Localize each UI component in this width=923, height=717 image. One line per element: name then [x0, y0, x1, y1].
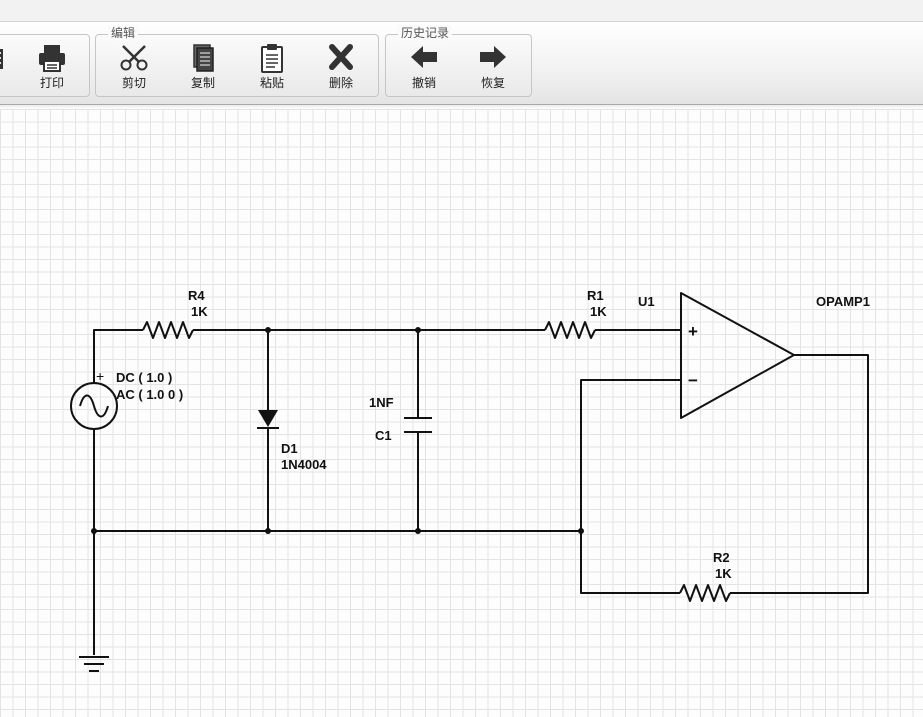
- delete-x-icon: [329, 44, 353, 70]
- arrow-left-icon: [411, 46, 437, 68]
- c1-name-label: C1: [375, 428, 392, 443]
- junction-dot: [265, 327, 271, 333]
- opamp-u1: [680, 292, 795, 419]
- history-group: 历史记录 撤销 恢复: [385, 25, 532, 97]
- opamp-minus-label: −: [688, 371, 698, 390]
- source-ac-label: AC ( 1.0 0 ): [116, 387, 183, 402]
- document-icon: [0, 49, 3, 69]
- r4-value-label: 1K: [191, 304, 208, 319]
- file-group: 打印: [0, 34, 90, 97]
- partial-tool-button[interactable]: [0, 40, 11, 94]
- c1-value-label: 1NF: [369, 395, 394, 410]
- schematic-canvas[interactable]: [0, 109, 923, 717]
- junction-dot: [578, 528, 584, 534]
- resistor-r2: [679, 584, 731, 602]
- wire-source-r4: [93, 329, 143, 383]
- printer-icon: [39, 45, 65, 72]
- edit-group: 编辑 剪切 复制 粘贴: [95, 25, 379, 97]
- wire-r2-feedback: [580, 379, 680, 594]
- scissors-icon: [120, 45, 148, 71]
- u1-name-label: U1: [638, 294, 655, 309]
- top-strip: [0, 0, 923, 22]
- clipboard-icon: [261, 44, 283, 73]
- delete-label: 删除: [328, 76, 353, 90]
- undo-button[interactable]: 撤销: [394, 40, 454, 94]
- junction-dot: [415, 327, 421, 333]
- junction-dot: [415, 528, 421, 534]
- paste-button[interactable]: 粘贴: [242, 40, 302, 94]
- redo-button[interactable]: 恢复: [463, 40, 523, 94]
- cut-button[interactable]: 剪切: [104, 40, 164, 94]
- arrow-right-icon: [480, 46, 506, 68]
- copy-button[interactable]: 复制: [173, 40, 233, 94]
- edit-group-title: 编辑: [108, 25, 139, 41]
- r2-name-label: R2: [713, 550, 730, 565]
- opamp-plus-label: +: [688, 322, 698, 341]
- d1-value-label: 1N4004: [281, 457, 327, 472]
- print-button[interactable]: 打印: [22, 40, 82, 94]
- source-plus-label: +: [96, 368, 104, 384]
- delete-button[interactable]: 删除: [311, 40, 371, 94]
- r2-value-label: 1K: [715, 566, 732, 581]
- ground-symbol: [79, 656, 109, 672]
- print-label: 打印: [39, 76, 64, 90]
- source-dc-label: DC ( 1.0 ): [116, 370, 172, 385]
- ribbon-shadow: [0, 104, 923, 109]
- u1-model-label: OPAMP1: [816, 294, 870, 309]
- resistor-r4: [142, 321, 194, 339]
- cut-label: 剪切: [121, 76, 146, 90]
- capacitor-c1: [404, 417, 432, 433]
- junction-dot: [91, 528, 97, 534]
- r1-name-label: R1: [587, 288, 604, 303]
- junction-dot: [265, 528, 271, 534]
- r1-value-label: 1K: [590, 304, 607, 319]
- resistor-r1: [544, 321, 596, 339]
- copy-icon: [193, 44, 214, 72]
- history-group-title: 历史记录: [398, 25, 453, 41]
- sine-wave: [79, 394, 109, 418]
- r4-name-label: R4: [188, 288, 205, 303]
- diode-d1: [258, 410, 278, 427]
- undo-label: 撤销: [411, 76, 436, 90]
- paste-label: 粘贴: [259, 76, 284, 90]
- redo-label: 恢复: [480, 76, 505, 90]
- copy-label: 复制: [190, 76, 215, 90]
- d1-name-label: D1: [281, 441, 298, 456]
- wire-opamp-out: [730, 354, 869, 594]
